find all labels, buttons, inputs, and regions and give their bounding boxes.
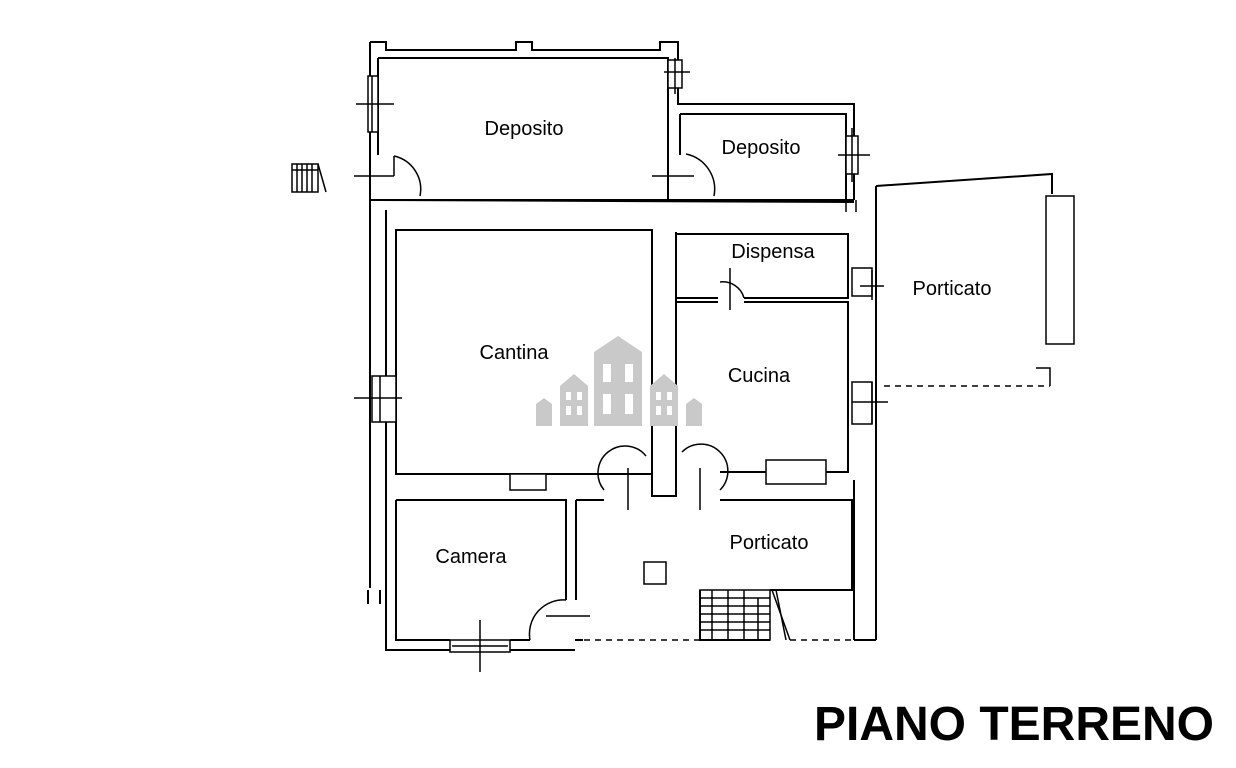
- label-porticato-right: Porticato: [913, 278, 992, 300]
- label-porticato-bottom: Porticato: [730, 532, 809, 554]
- external-stair-icon: [291, 163, 327, 193]
- room-labels: Deposito Deposito Dispensa Porticato Can…: [435, 118, 991, 568]
- buildings-logo-icon: [536, 336, 702, 426]
- stairs: [699, 589, 791, 641]
- label-cantina: Cantina: [480, 342, 550, 364]
- label-dispensa: Dispensa: [731, 241, 815, 263]
- doors: [354, 153, 745, 641]
- label-cucina: Cucina: [728, 365, 791, 387]
- label-deposito-left: Deposito: [485, 118, 564, 140]
- label-camera: Camera: [435, 546, 507, 568]
- plan-title: PIANO TERRENO: [814, 698, 1214, 751]
- pillar: [643, 561, 667, 585]
- label-deposito-right: Deposito: [722, 137, 801, 159]
- windows: [354, 58, 888, 672]
